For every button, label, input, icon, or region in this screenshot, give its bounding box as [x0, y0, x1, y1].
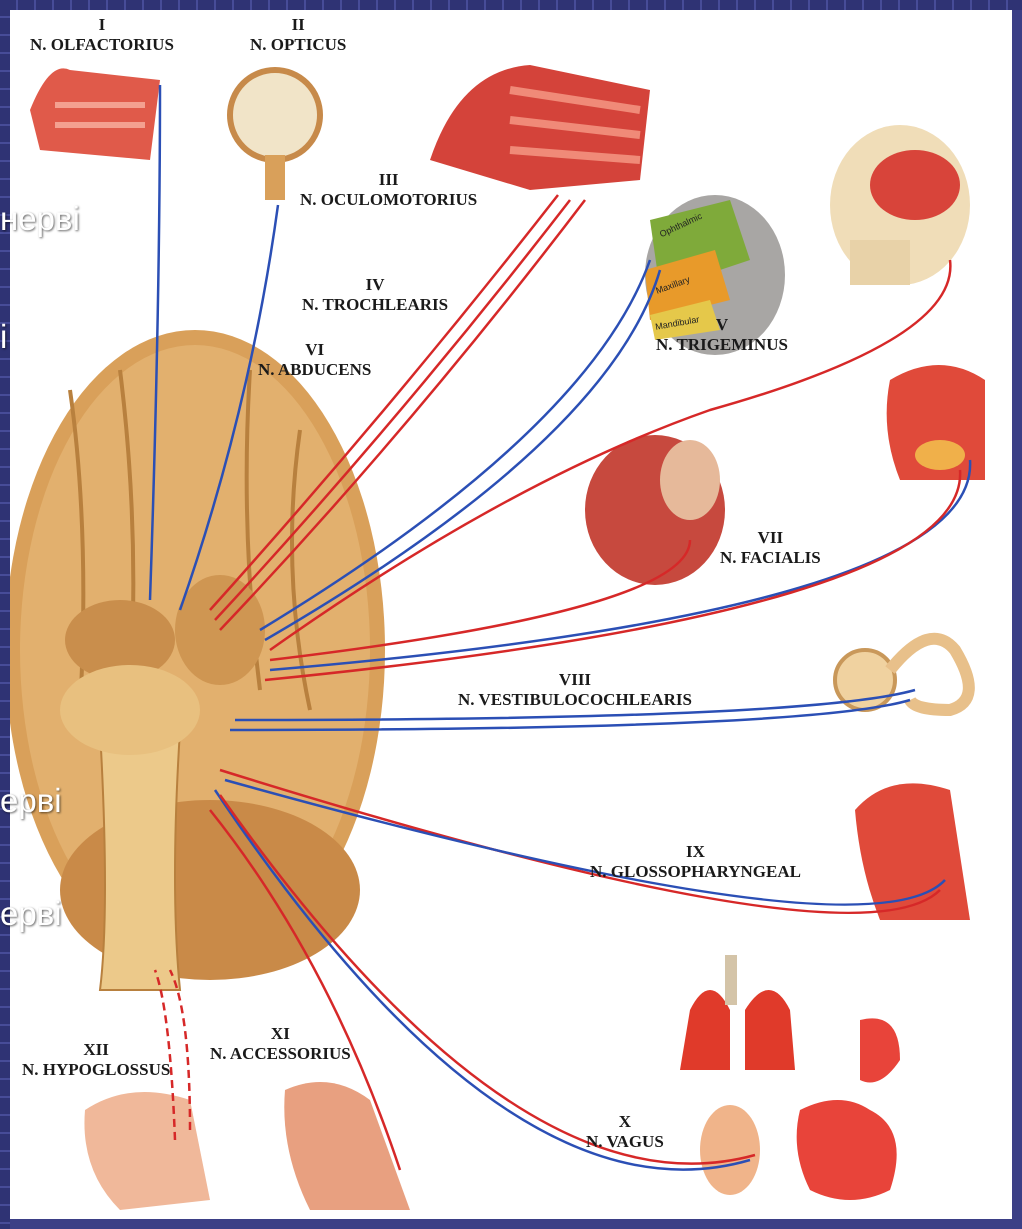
brain-illustration [10, 330, 385, 990]
slide-text-3: ерві [0, 782, 62, 820]
intestines-figure [797, 1018, 900, 1200]
slide-border-top [0, 0, 1022, 10]
tongue-figure [84, 1092, 210, 1210]
slide-text-2: і [0, 318, 7, 356]
face-muscles-figure [585, 435, 725, 585]
ear-figure [700, 1105, 760, 1195]
lungs-figure [680, 955, 795, 1070]
inner-ear-figure [835, 639, 969, 710]
slide-text-1: нерві [0, 200, 80, 238]
slide-border-left [0, 0, 10, 1229]
nose-figure [30, 68, 160, 160]
pharynx-figure [855, 783, 970, 920]
anatomy-drawing [10, 10, 1012, 1219]
slide-text-4: ерві [0, 895, 62, 933]
